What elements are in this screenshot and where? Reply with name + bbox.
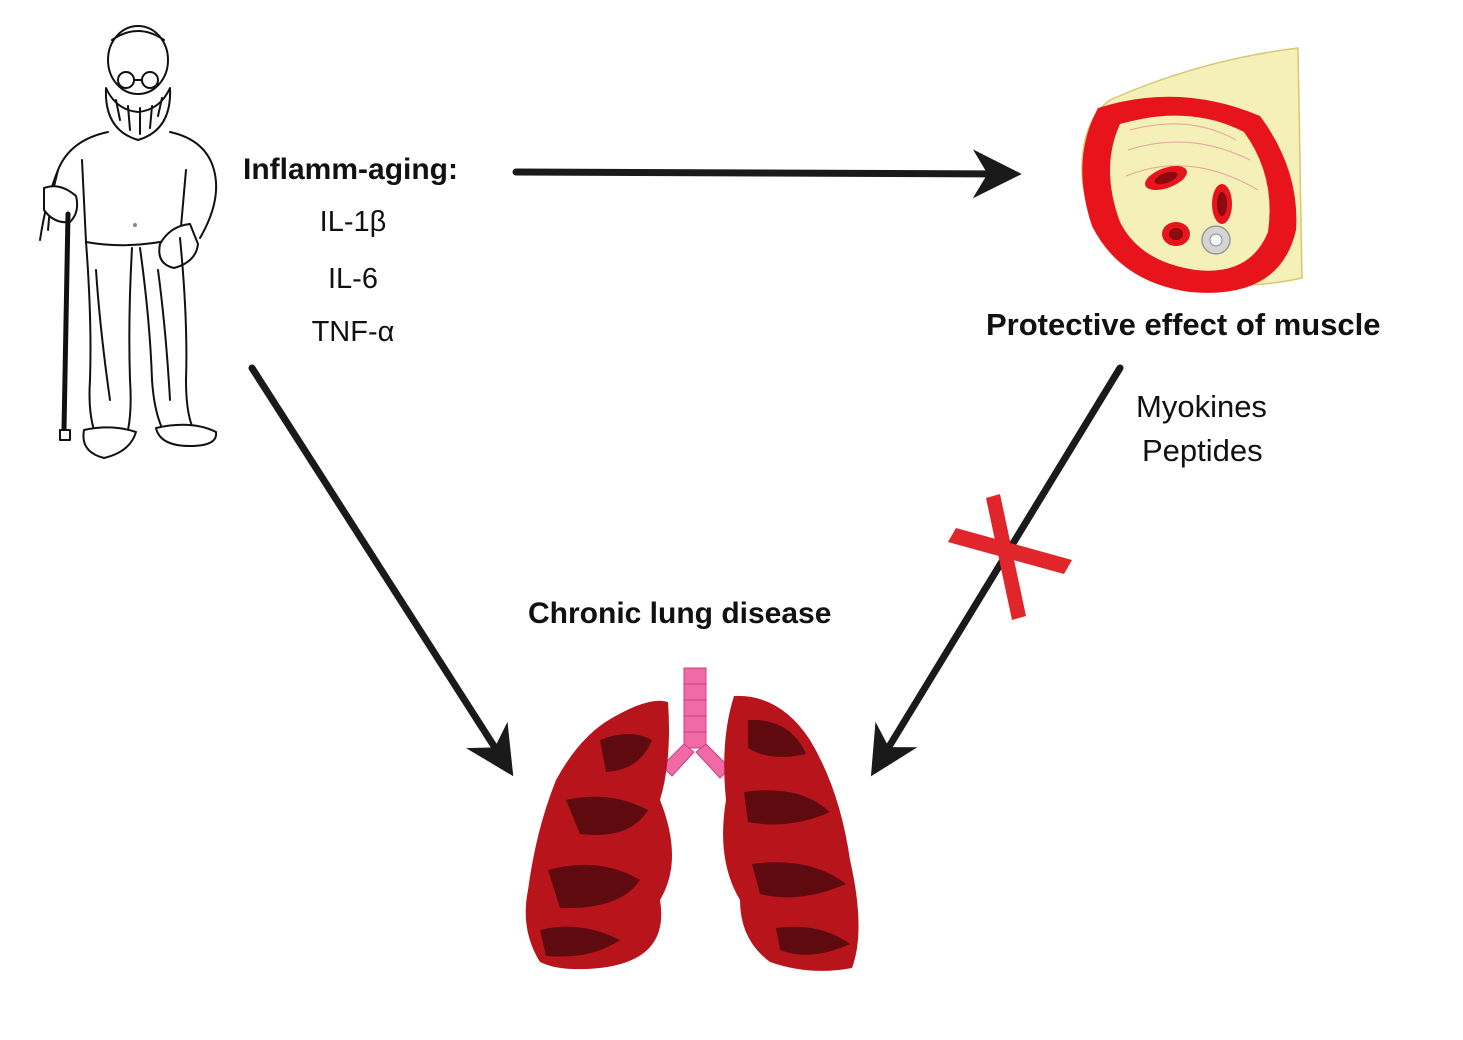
inflamm-aging-label: Inflamm-aging: — [243, 153, 458, 186]
arrow-inflamm-to-muscle — [512, 149, 1022, 199]
arrow-muscle-to-lung — [870, 364, 1124, 777]
red-x-inhibition-icon — [948, 494, 1072, 620]
myokines-label: Myokines — [1136, 389, 1267, 424]
arrow-inflamm-to-lung — [248, 364, 514, 777]
peptides-label: Peptides — [1142, 433, 1263, 468]
cytokine-tnfa-label: TNF-α — [311, 316, 395, 348]
muscle-cross-section-icon — [1081, 47, 1303, 293]
protective-effect-label: Protective effect of muscle — [986, 307, 1381, 342]
trachea — [661, 667, 731, 779]
chronic-lung-disease-label: Chronic lung disease — [528, 597, 832, 630]
arrows — [248, 149, 1124, 777]
elderly-man-with-cane-icon — [39, 25, 218, 459]
cytokine-il6-label: IL-6 — [328, 263, 378, 295]
lungs-icon — [525, 667, 859, 971]
cytokine-il1b-label: IL-1β — [319, 206, 387, 238]
